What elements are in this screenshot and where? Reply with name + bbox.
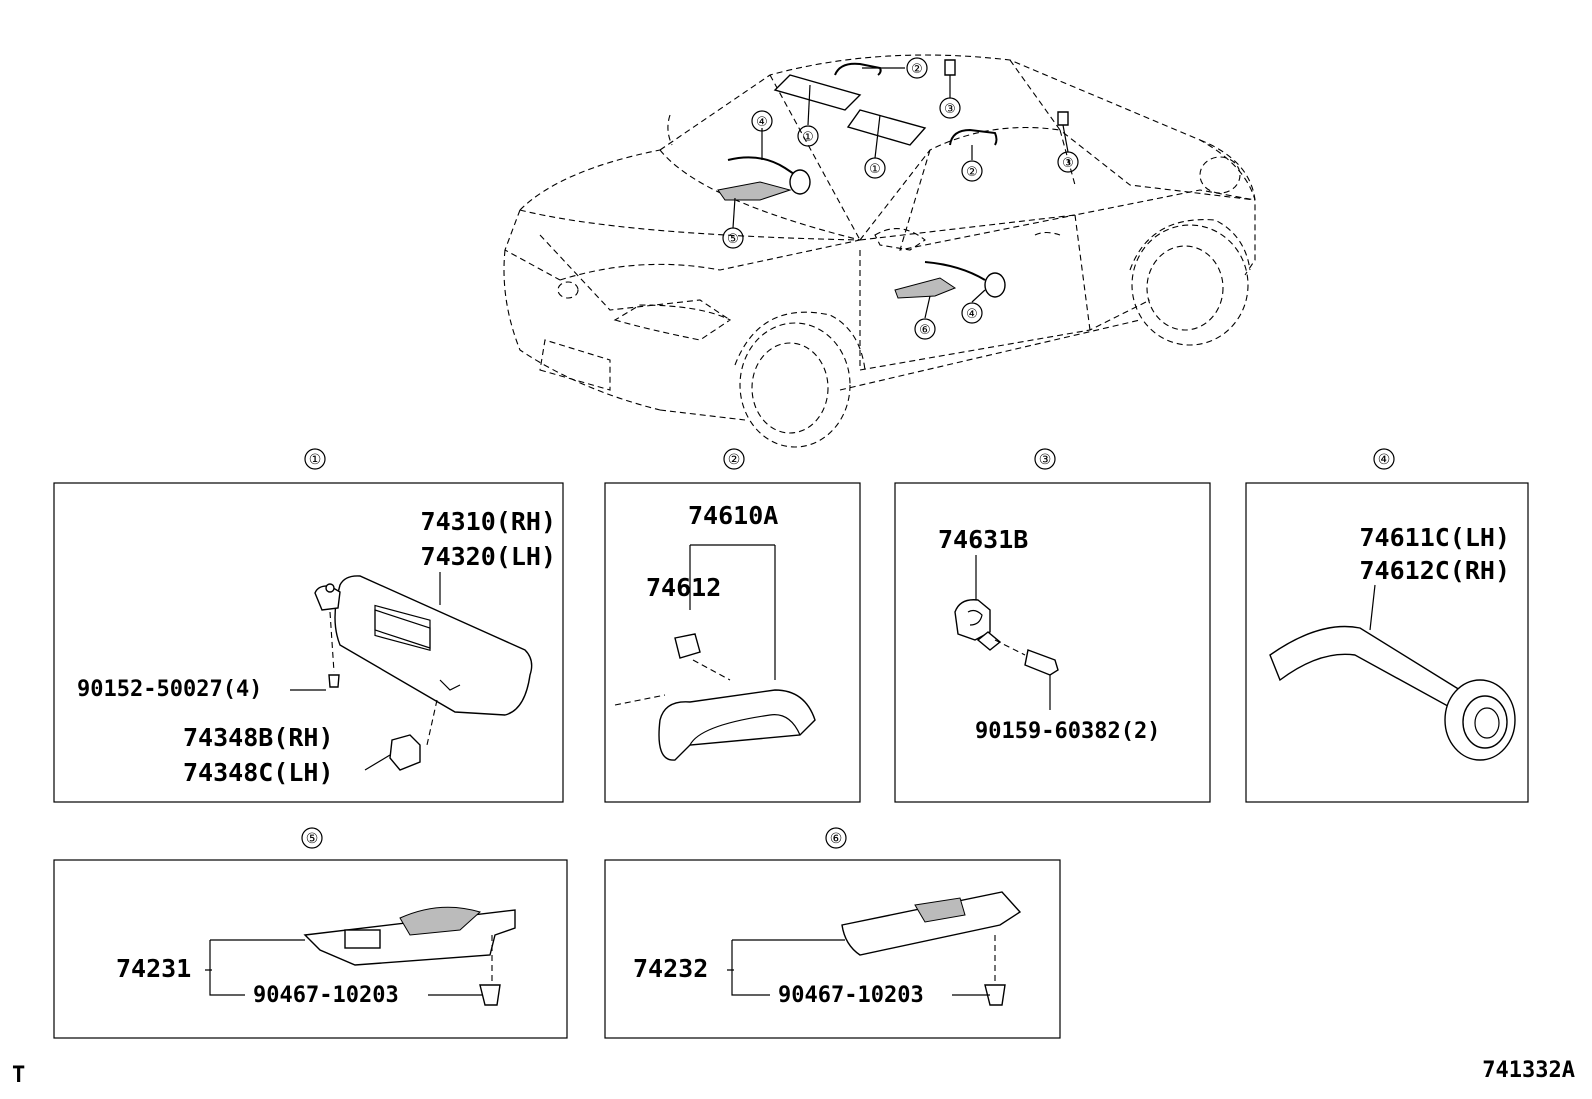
part-holder-lh: 74348C(LH)	[183, 758, 334, 787]
part-screw: 90152-50027(4)	[77, 677, 262, 702]
callout-1-left: ①	[802, 130, 814, 145]
callout-3-top: ③	[944, 102, 956, 117]
callout-6: ⑥	[919, 323, 931, 338]
panel-1-sun-visor: ① 74310(RH) 74320(LH) 90152-50027(4) 743…	[53, 448, 564, 803]
panel-4-number: ④	[1378, 452, 1391, 468]
panel-2-number: ②	[728, 452, 741, 468]
panel-3-coat-hook: ③ 74631B 90159-60382(2)	[894, 448, 1211, 803]
footer-left-mark: T	[12, 1063, 25, 1088]
panel-2-assist-grip: ② 74610A 74612	[604, 448, 861, 803]
part-visor-rh: 74310(RH)	[421, 507, 556, 536]
part-base-5: 74231	[116, 954, 191, 983]
callout-2-side: ②	[966, 165, 978, 180]
part-holder-rh: 74348B(RH)	[183, 723, 334, 752]
panel-1-number: ①	[309, 452, 322, 468]
part-base-6: 74232	[633, 954, 708, 983]
panel-3-number: ③	[1039, 452, 1052, 468]
callout-4-side: ④	[966, 307, 978, 322]
part-visor-lh: 74320(LH)	[421, 542, 556, 571]
panel-5-switch-base: ⑤ 74231 90467-10203	[53, 827, 568, 1039]
panel-4-door-pull: ④ 74611C(LH) 74612C(RH)	[1245, 448, 1529, 803]
diagram-code: 741332A	[1482, 1058, 1575, 1083]
panel-6-number: ⑥	[830, 831, 843, 847]
panel-5-number: ⑤	[306, 831, 319, 847]
part-pull-lh: 74611C(LH)	[1359, 523, 1510, 552]
callout-3-side: ③	[1062, 156, 1074, 171]
part-clip-6: 90467-10203	[778, 983, 924, 1008]
part-hook-bolt: 90159-60382(2)	[975, 719, 1160, 744]
callout-5: ⑤	[727, 232, 739, 247]
part-coat-hook: 74631B	[938, 525, 1028, 554]
callout-2-top: ②	[911, 62, 923, 77]
panel-6-switch-base: ⑥ 74232 90467-10203	[604, 827, 1061, 1039]
callout-4-top: ④	[756, 115, 768, 130]
part-pull-rh: 74612C(RH)	[1359, 556, 1510, 585]
callout-1-right: ①	[869, 162, 881, 177]
part-grip-assy: 74610A	[688, 501, 778, 530]
car-callouts: ② ③ ① ① ④ ② ③ ⑤ ⑥ ④	[722, 57, 1079, 340]
part-clip-5: 90467-10203	[253, 983, 399, 1008]
part-grip-cover: 74612	[646, 573, 721, 602]
car-illustration	[503, 54, 1256, 448]
